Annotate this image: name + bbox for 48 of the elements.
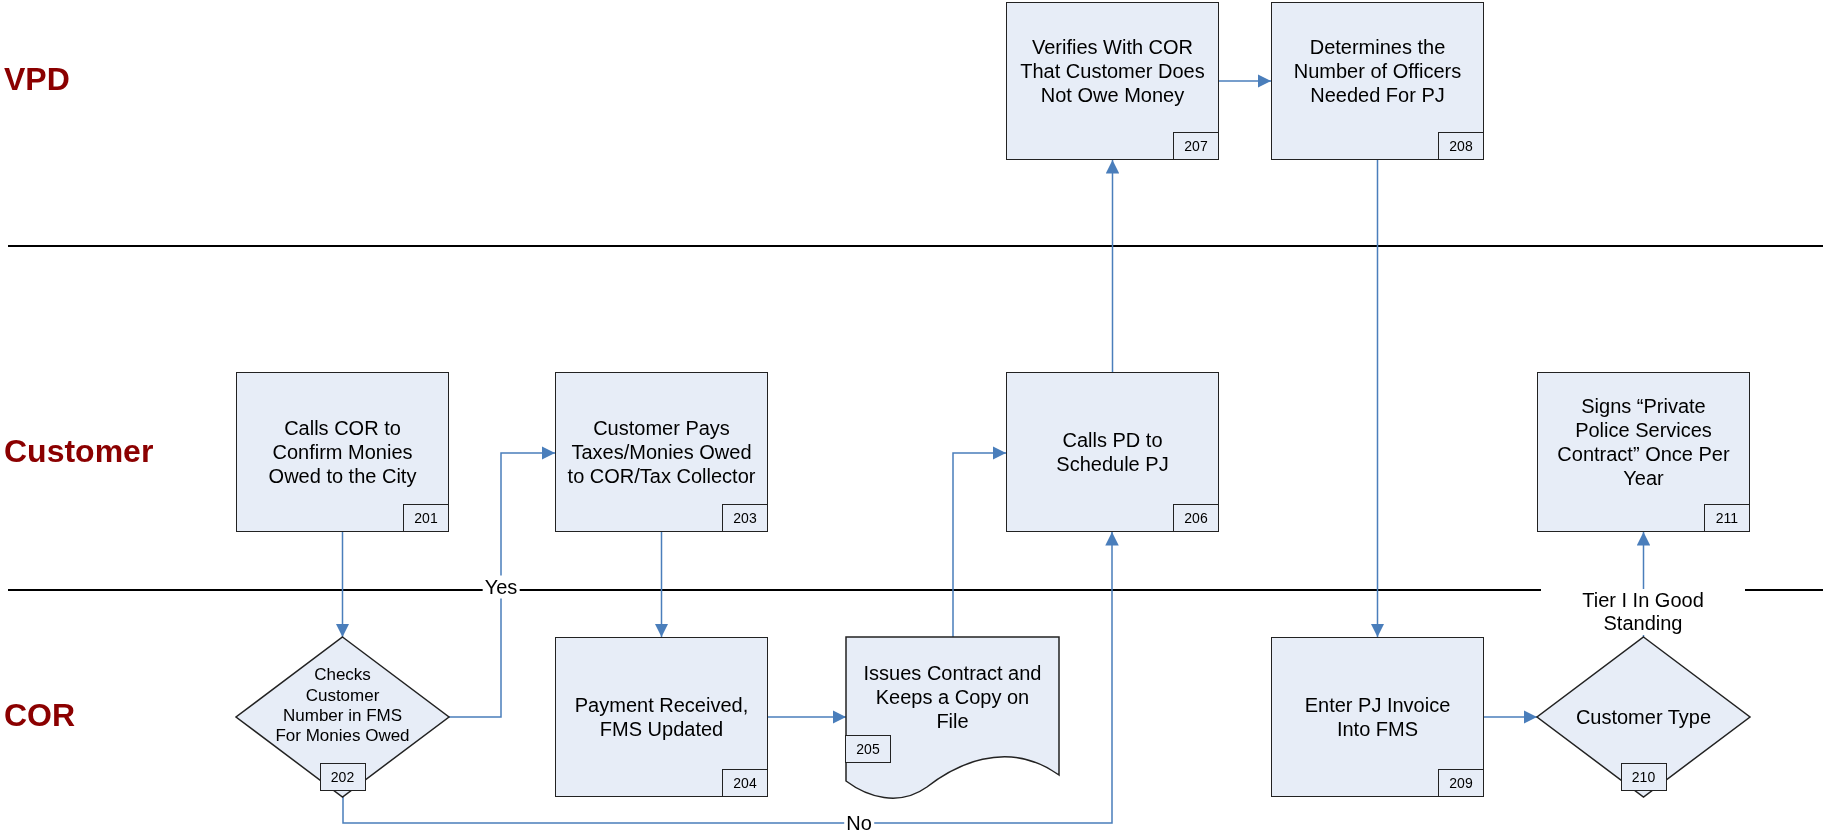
step-number: 206	[1173, 504, 1219, 532]
step-number: 205	[845, 735, 891, 763]
step-number: 202	[319, 763, 366, 791]
arrow	[448, 446, 556, 718]
step-text: Issues Contract and Keeps a Copy on File	[862, 661, 1043, 733]
arrow	[342, 531, 1119, 824]
edge-label: Yes	[482, 575, 520, 599]
lane-label: Customer	[4, 432, 154, 470]
step-text: Signs “Private Police Services Contract” Once Per Year	[1556, 394, 1731, 490]
arrow	[654, 531, 669, 638]
step-number: 208	[1438, 132, 1484, 160]
arrow	[1483, 710, 1538, 724]
process-box	[1537, 372, 1750, 532]
step-text: Payment Received, FMS Updated	[573, 693, 750, 741]
process-box	[236, 372, 449, 532]
edge-label: Tier I In Good Standing	[1541, 589, 1745, 635]
step-number: 210	[1620, 763, 1667, 791]
step-text: Calls COR to Confirm Monies Owed to the City	[267, 416, 418, 488]
process-box	[1271, 2, 1484, 160]
step-text: Customer Type	[1575, 705, 1712, 729]
arrow	[952, 446, 1007, 638]
lane-label: VPD	[4, 60, 70, 98]
arrow	[767, 710, 847, 724]
lane-label: COR	[4, 696, 76, 734]
step-number: 201	[403, 504, 449, 532]
step-number: 207	[1173, 132, 1219, 160]
step-number: 209	[1438, 769, 1484, 797]
arrow	[1105, 159, 1120, 373]
process-box	[1006, 372, 1219, 532]
process-box	[555, 637, 768, 797]
arrow	[335, 531, 350, 638]
step-number: 204	[722, 769, 768, 797]
step-number: 203	[722, 504, 768, 532]
document-shape	[846, 637, 1059, 797]
step-text: Customer Pays Taxes/Monies Owed to COR/Tax Collector	[566, 416, 757, 488]
process-box	[1271, 637, 1484, 797]
arrow	[1370, 159, 1385, 638]
step-text: Enter PJ Invoice Into FMS	[1303, 693, 1452, 741]
process-box	[555, 372, 768, 532]
step-text: Verifies With COR That Customer Does Not Owe Money	[1019, 35, 1206, 107]
decision-diamond	[236, 637, 449, 797]
decision-diamond	[1537, 637, 1750, 797]
arrow	[1218, 74, 1272, 88]
step-text: Calls PD to Schedule PJ	[1055, 428, 1170, 476]
step-number: 211	[1704, 504, 1750, 532]
process-box	[1006, 2, 1219, 160]
step-text: Checks Customer Number in FMS For Monies Owed	[275, 665, 410, 747]
step-text: Determines the Number of Officers Needed For PJ	[1292, 35, 1463, 107]
